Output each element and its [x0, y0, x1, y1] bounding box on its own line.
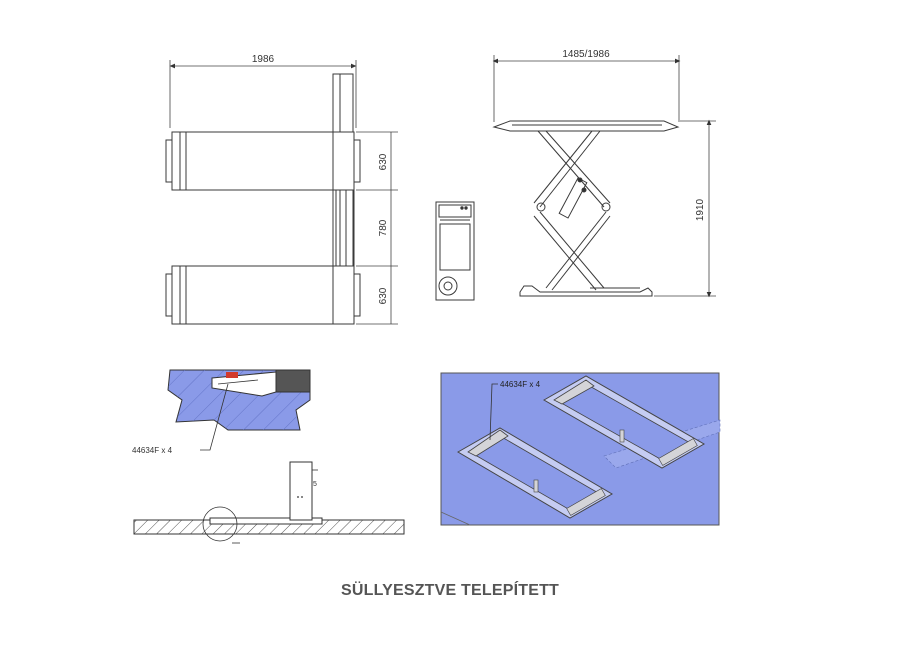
top-view-width-label: 1986	[252, 54, 275, 65]
top-view-plan	[165, 73, 361, 325]
side-view-scissor-lift	[492, 120, 680, 297]
caption: SÜLLYESZTVE TELEPÍTETT	[340, 582, 560, 599]
svg-text:5: 5	[313, 481, 317, 488]
side-view-width-label: 1485/1986	[562, 49, 610, 60]
isometric-pit-view	[440, 372, 721, 526]
pit-detail-section	[167, 369, 311, 451]
top-view-dimensions	[169, 60, 398, 325]
side-view-height-label: 1910	[695, 198, 706, 221]
floor-section: 5	[133, 461, 405, 544]
top-view-dim-bottom: 630	[378, 287, 389, 304]
iso-bolt-label: 44634F x 4	[500, 380, 541, 389]
top-view-dim-middle: 780	[378, 219, 389, 236]
detail-bolt-label: 44634F x 4	[132, 446, 173, 455]
control-box	[435, 201, 475, 301]
top-view-dim-top: 630	[378, 153, 389, 170]
side-view-dimensions	[492, 55, 716, 298]
